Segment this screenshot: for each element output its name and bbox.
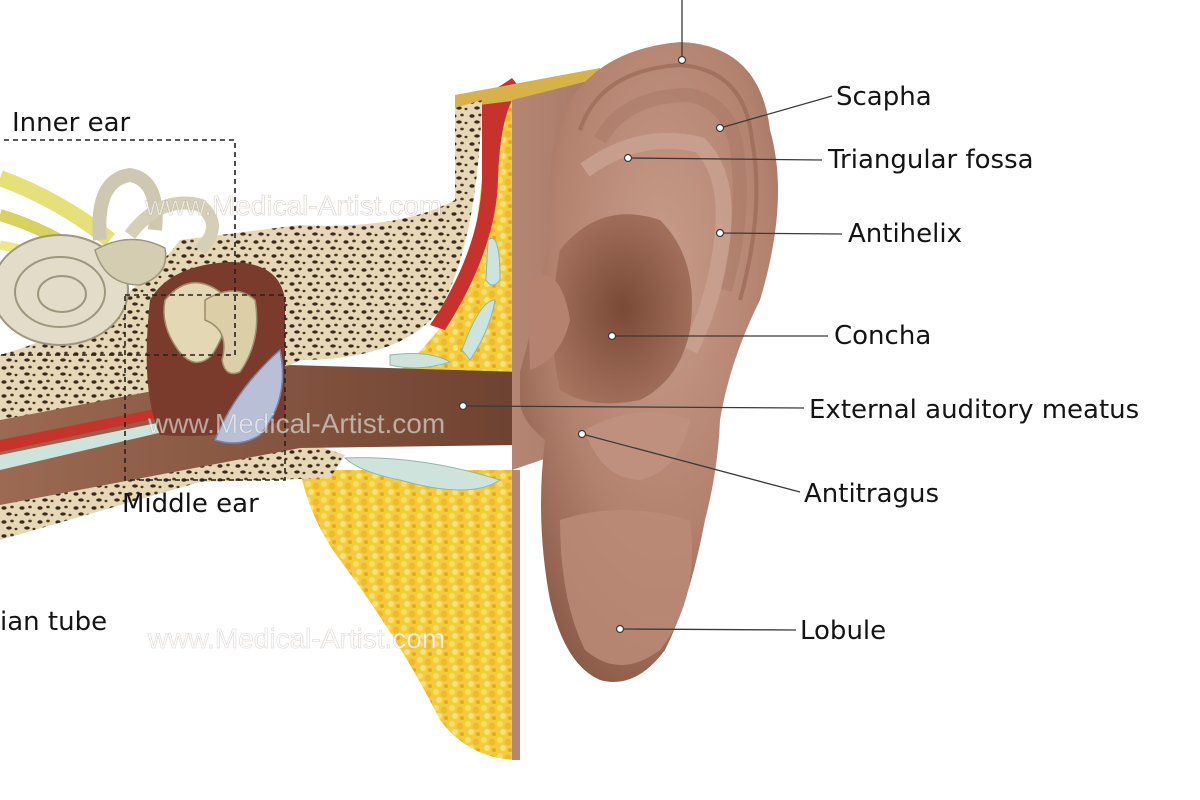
- cochlea-turn-2: [37, 275, 87, 313]
- antitragus-leader: [581, 433, 801, 493]
- incus: [204, 290, 258, 375]
- vestibule: [94, 238, 167, 286]
- scapha-groove: [593, 87, 747, 292]
- muscle-layer: [430, 78, 520, 330]
- upper-cartilage-1: [389, 353, 452, 369]
- lobule-dot: [615, 624, 625, 634]
- temporal-bone-lower: [0, 440, 345, 540]
- scapha-leader: [719, 95, 833, 129]
- watermark-middle: www.Medical-Artist.com: [147, 408, 445, 439]
- label-middle-ear: Middle ear: [122, 489, 259, 519]
- label-antihelix: Antihelix: [848, 219, 962, 249]
- label-external-auditory-meatus: External auditory meatus: [809, 395, 1139, 425]
- external-auditory-meatus-dot: [458, 401, 468, 411]
- lower-cartilage: [343, 457, 502, 491]
- lobule-leader: [619, 628, 797, 631]
- block-top-skin: [455, 68, 600, 108]
- antihelix-leader: [719, 232, 843, 235]
- triangular-fossa-dot: [623, 153, 633, 163]
- tragus: [528, 275, 570, 370]
- antitragus-bump: [585, 412, 690, 480]
- inner-ear-structures: [0, 167, 219, 346]
- lobule-shape: [560, 510, 692, 665]
- eardrum: [214, 348, 284, 444]
- top-leader-dot: [677, 55, 687, 65]
- block-right-edge: [512, 470, 520, 760]
- upper-cartilage-3: [485, 237, 501, 286]
- antitragus-dot: [577, 429, 587, 439]
- label-triangular-fossa: Triangular fossa: [827, 145, 1034, 175]
- leader-lines: [458, 0, 843, 634]
- scapha-dot: [715, 123, 725, 133]
- triangular-fossa-leader: [627, 157, 823, 161]
- inner-ear-box: [0, 139, 236, 356]
- concha-dot: [607, 331, 617, 341]
- helix-inner: [578, 62, 759, 301]
- antihelix-dot: [715, 228, 725, 238]
- label-concha: Concha: [834, 321, 931, 351]
- external-auditory-meatus-leader: [462, 405, 805, 409]
- label-lobule: Lobule: [800, 616, 886, 646]
- concha-bowl: [552, 214, 692, 404]
- cochlea-turn-1: [14, 256, 106, 328]
- upper-cartilage-2: [461, 299, 496, 361]
- antihelix-ridge: [580, 132, 732, 354]
- lower-fat-tissue: [300, 470, 520, 760]
- label-scapha: Scapha: [836, 82, 932, 112]
- auricle: [520, 42, 778, 682]
- label-antitragus: Antitragus: [804, 479, 939, 509]
- watermark-top: www.Medical-Artist.com: [144, 190, 442, 221]
- semicircular-canal-1: [92, 167, 163, 241]
- middle-ear-box: [124, 294, 286, 481]
- labels: Scapha Triangular fossa Antihelix Concha…: [0, 82, 1139, 646]
- semicircular-canal-2: [124, 196, 219, 255]
- cochlea: [0, 234, 129, 346]
- label-eustachian-tube: ian tube: [0, 607, 107, 637]
- watermark-bottom: www.Medical-Artist.com: [147, 623, 445, 654]
- label-inner-ear: Inner ear: [12, 108, 131, 138]
